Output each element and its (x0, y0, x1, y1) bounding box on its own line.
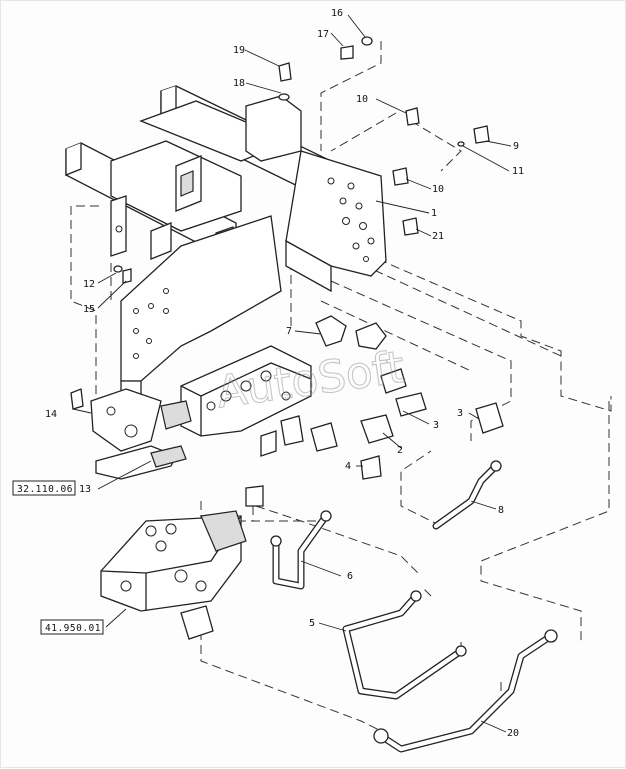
reference-label-b: 41.950.01 (45, 623, 101, 634)
callout-10a: 10 (356, 94, 368, 105)
callout-2: 2 (397, 445, 403, 456)
callout-10b: 10 (432, 184, 444, 195)
callout-21: 21 (432, 231, 444, 242)
callout-4: 4 (345, 461, 351, 472)
control-linkage (70, 388, 187, 480)
callout-16: 16 (331, 8, 343, 19)
watermark-text: AutoSoft (213, 342, 407, 419)
callout-3a: 3 (433, 420, 439, 431)
callout-3b: 3 (457, 408, 463, 419)
callout-9: 9 (513, 141, 519, 152)
callout-17: 17 (317, 29, 329, 40)
callout-18: 18 (233, 78, 245, 89)
callout-5: 5 (309, 618, 315, 629)
reference-box-41-950-01[interactable]: 41.950.01 (40, 619, 104, 635)
small-hardware (113, 36, 490, 284)
callout-12: 12 (83, 279, 95, 290)
callout-labels: 1 2 3 3 4 5 6 7 8 9 10 10 11 12 13 14 15… (45, 8, 524, 739)
callout-15: 15 (83, 304, 95, 315)
hydraulic-tubes (270, 460, 558, 753)
callout-14: 14 (45, 409, 57, 420)
lower-valve-block (100, 510, 247, 612)
reference-label-a: 32.110.06 (17, 484, 73, 495)
callout-13: 13 (79, 484, 91, 495)
valve-fittings (180, 315, 504, 640)
mounting-plate (285, 150, 387, 293)
leader-lines (72, 14, 512, 733)
callout-20: 20 (507, 728, 519, 739)
callout-8: 8 (498, 505, 504, 516)
callout-7: 7 (286, 326, 292, 337)
reference-box-32-110-06[interactable]: 32.110.06 (12, 480, 76, 496)
callout-1: 1 (431, 208, 437, 219)
control-valve-upper (160, 345, 312, 457)
callout-19: 19 (233, 45, 245, 56)
callout-11: 11 (512, 166, 524, 177)
callout-6: 6 (347, 571, 353, 582)
